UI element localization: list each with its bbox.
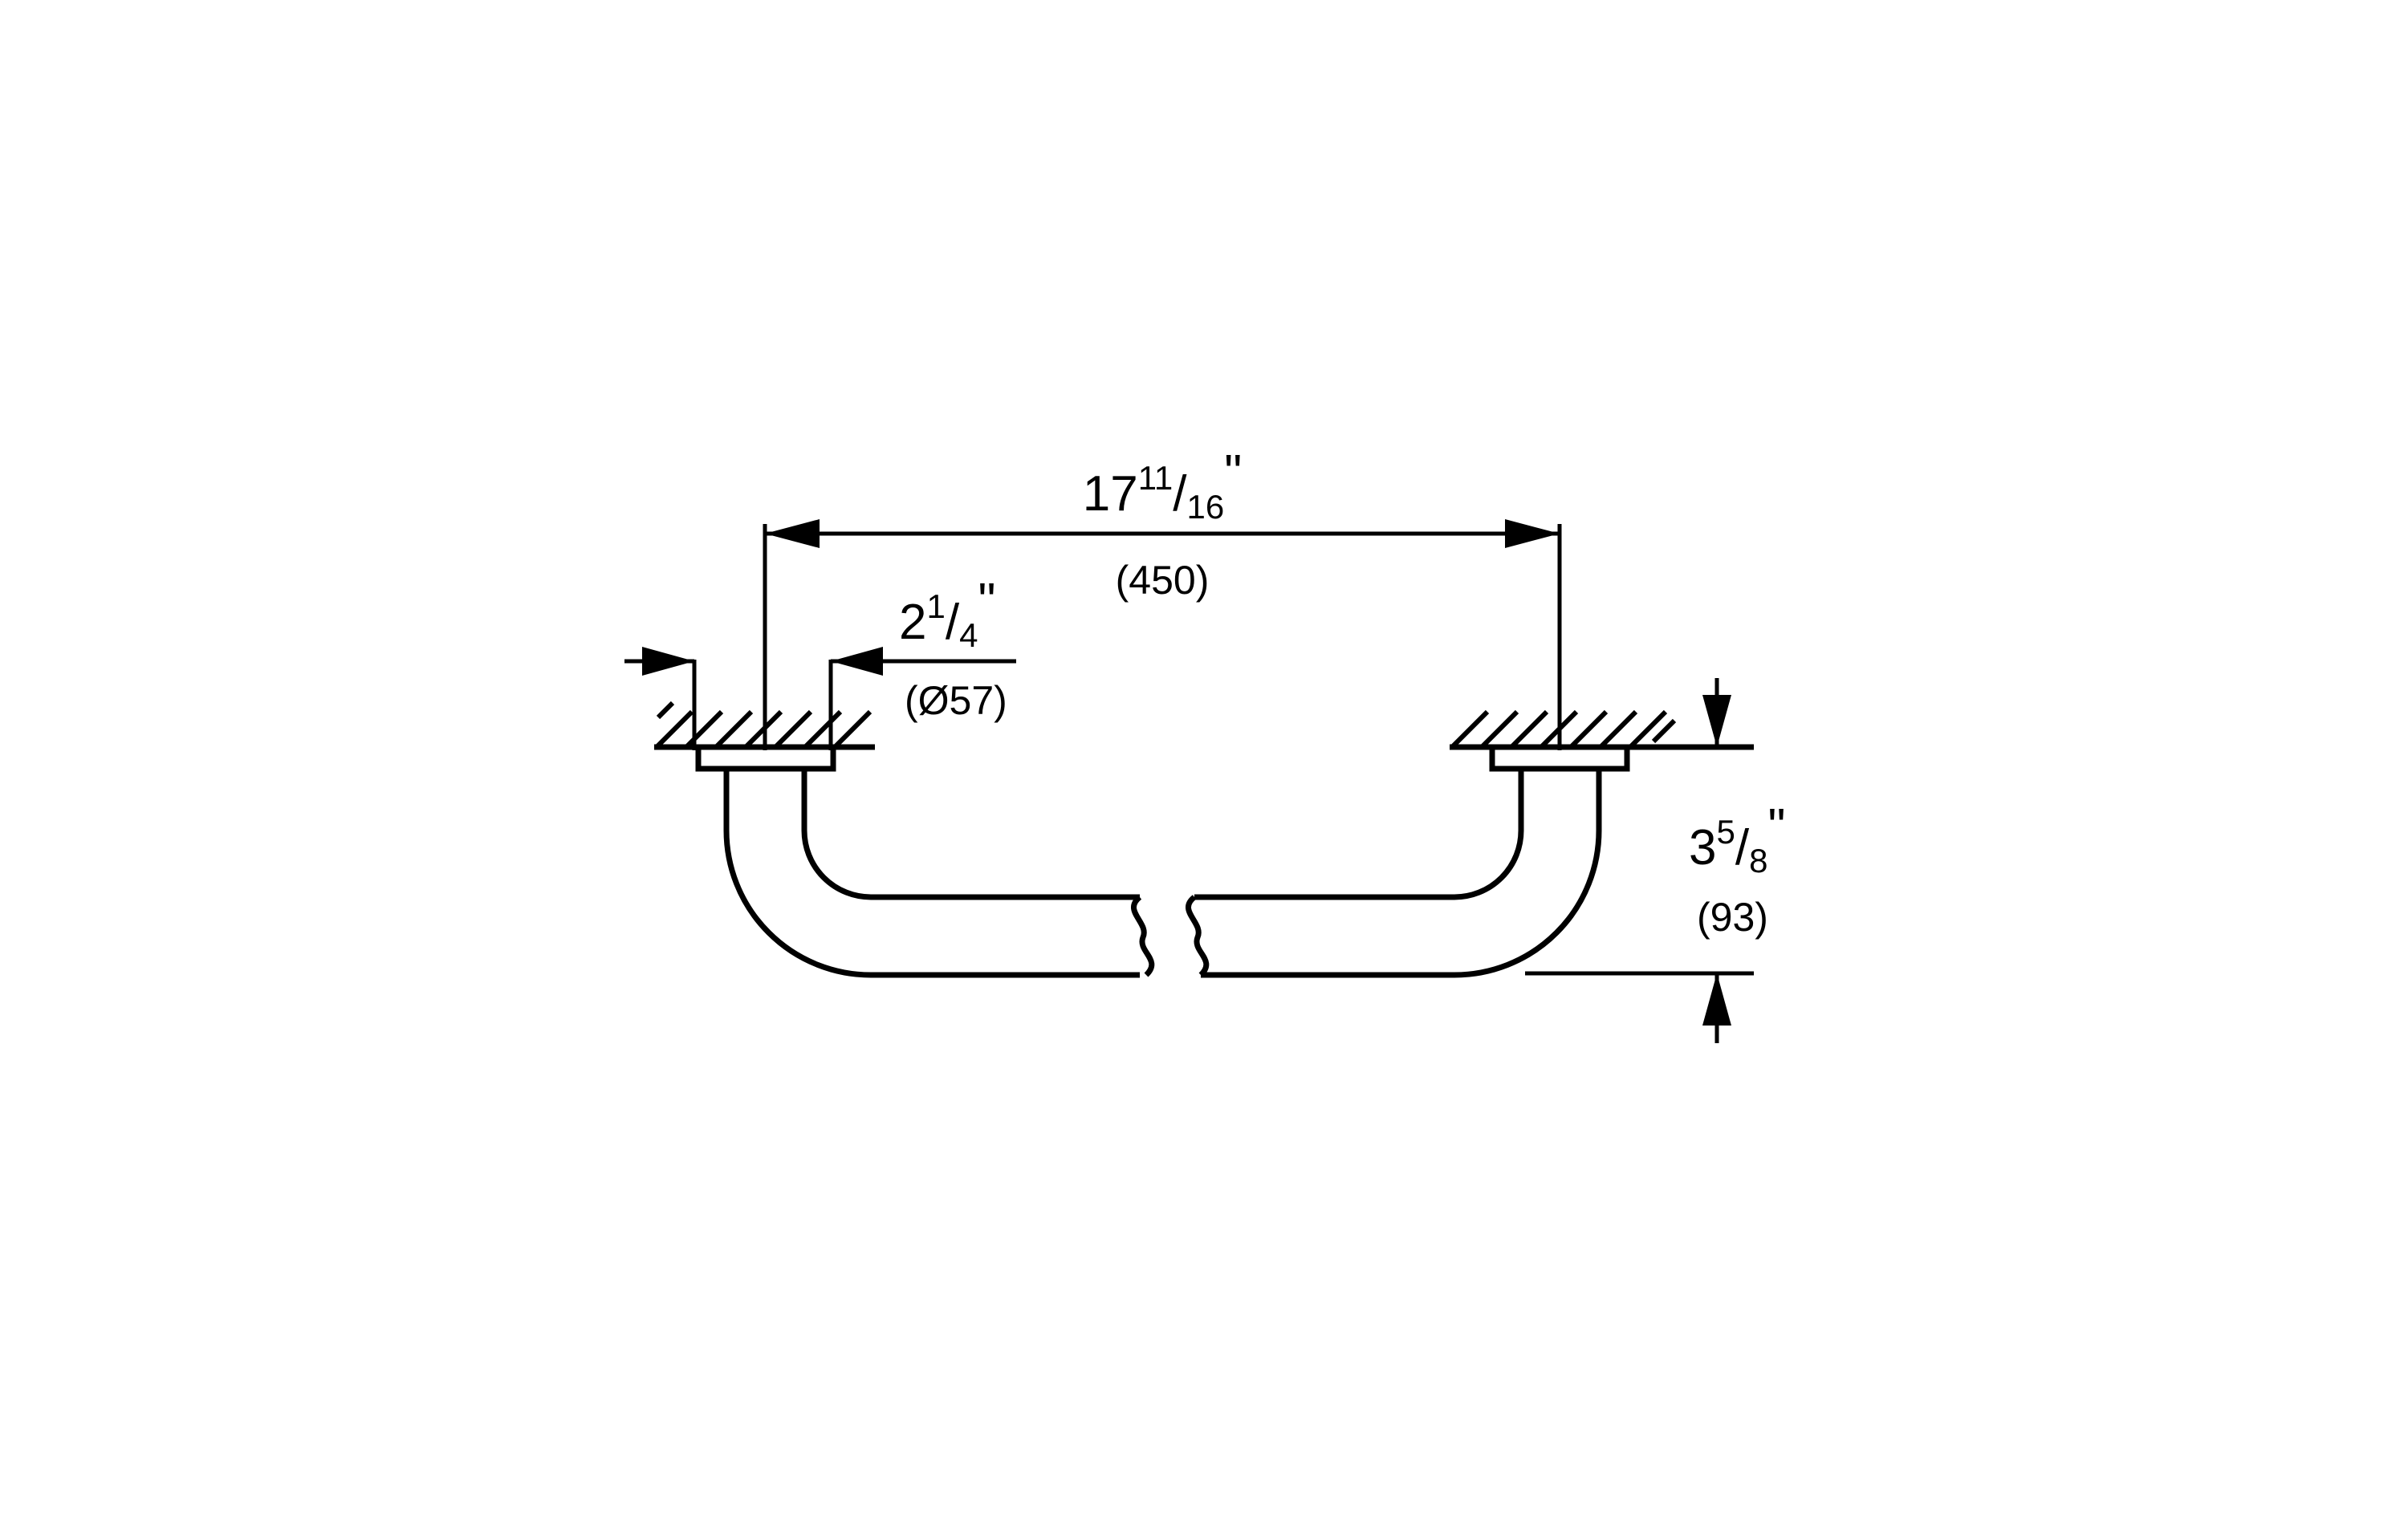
break-line-right (1186, 895, 1210, 977)
tube-outer-edge-right (1201, 769, 1602, 978)
grab-bar-tube-left (723, 769, 1155, 978)
dim-label-projection-imperial: 35/8" (1689, 799, 1785, 879)
arrowhead-projection-top (1702, 695, 1731, 747)
break-line-left (1131, 895, 1155, 977)
grab-bar-tube-right (1186, 769, 1602, 978)
tube-inner-edge-left (801, 769, 1140, 900)
dim-label-projection-metric: (93) (1697, 895, 1768, 940)
dim-label-flange-imperial: 21/4" (899, 574, 995, 654)
arrowhead-projection-bottom (1702, 973, 1731, 1026)
arrowhead-flange-left (642, 647, 694, 676)
arrowhead-overall-left (765, 519, 820, 548)
dim-label-overall-metric: (450) (1116, 558, 1210, 603)
mounting-flange-right (1489, 747, 1630, 772)
dimension-projection-depth: 35/8" (93) (1525, 678, 1785, 1043)
flange-outline-right (1489, 747, 1630, 772)
dimension-flange-diameter: 21/4" (Ø57) (624, 574, 1016, 750)
dim-label-overall-imperial: 1711/16" (1083, 445, 1243, 526)
arrowhead-overall-right (1505, 519, 1560, 548)
tube-outer-edge-left (723, 769, 1140, 978)
dim-label-flange-metric: (Ø57) (905, 678, 1007, 723)
arrowhead-flange-right (831, 647, 883, 676)
tube-inner-edge-right (1194, 769, 1524, 900)
mounting-flange-left (695, 747, 836, 772)
dimension-overall-length: 1711/16" (450) (763, 445, 1562, 750)
wall-section-right (1450, 709, 1754, 750)
flange-outline-left (695, 747, 836, 772)
wall-hatching-right (1450, 709, 1677, 749)
